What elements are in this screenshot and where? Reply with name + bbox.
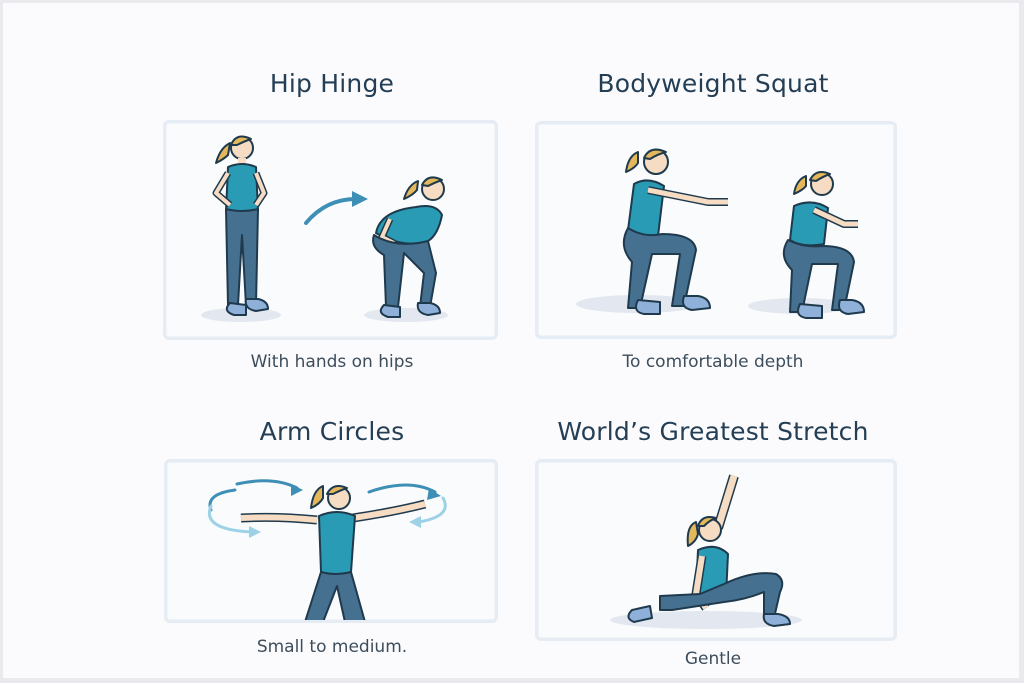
exercise-title-arm-circles: Arm Circles <box>259 417 405 446</box>
exercise-card-hip-hinge <box>163 120 498 340</box>
exercise-title-bodyweight-squat: Bodyweight Squat <box>597 69 829 98</box>
exercise-sheet: Hip Hinge <box>3 3 1019 678</box>
arm-circles-illustration <box>208 479 447 620</box>
exercise-card-bodyweight-squat <box>535 121 897 339</box>
hip-hinge-illustration <box>201 135 448 322</box>
exercise-caption-hip-hinge: With hands on hips <box>250 352 414 372</box>
worlds-greatest-stretch-illustration <box>610 474 802 629</box>
exercise-title-worlds-greatest-stretch: World’s Greatest Stretch <box>557 417 869 446</box>
exercise-card-worlds-greatest-stretch <box>535 459 897 641</box>
circular-arrow-right-icon <box>367 483 447 528</box>
exercise-card-arm-circles <box>164 459 498 623</box>
exercise-caption-worlds-greatest-stretch: Gentle <box>684 649 742 669</box>
exercise-title-hip-hinge: Hip Hinge <box>269 69 395 98</box>
exercise-caption-arm-circles: Small to medium. <box>256 637 408 657</box>
bodyweight-squat-illustration <box>576 148 865 319</box>
circular-arrow-left-icon <box>208 479 303 538</box>
exercise-caption-bodyweight-squat: To comfortable depth <box>622 352 804 372</box>
